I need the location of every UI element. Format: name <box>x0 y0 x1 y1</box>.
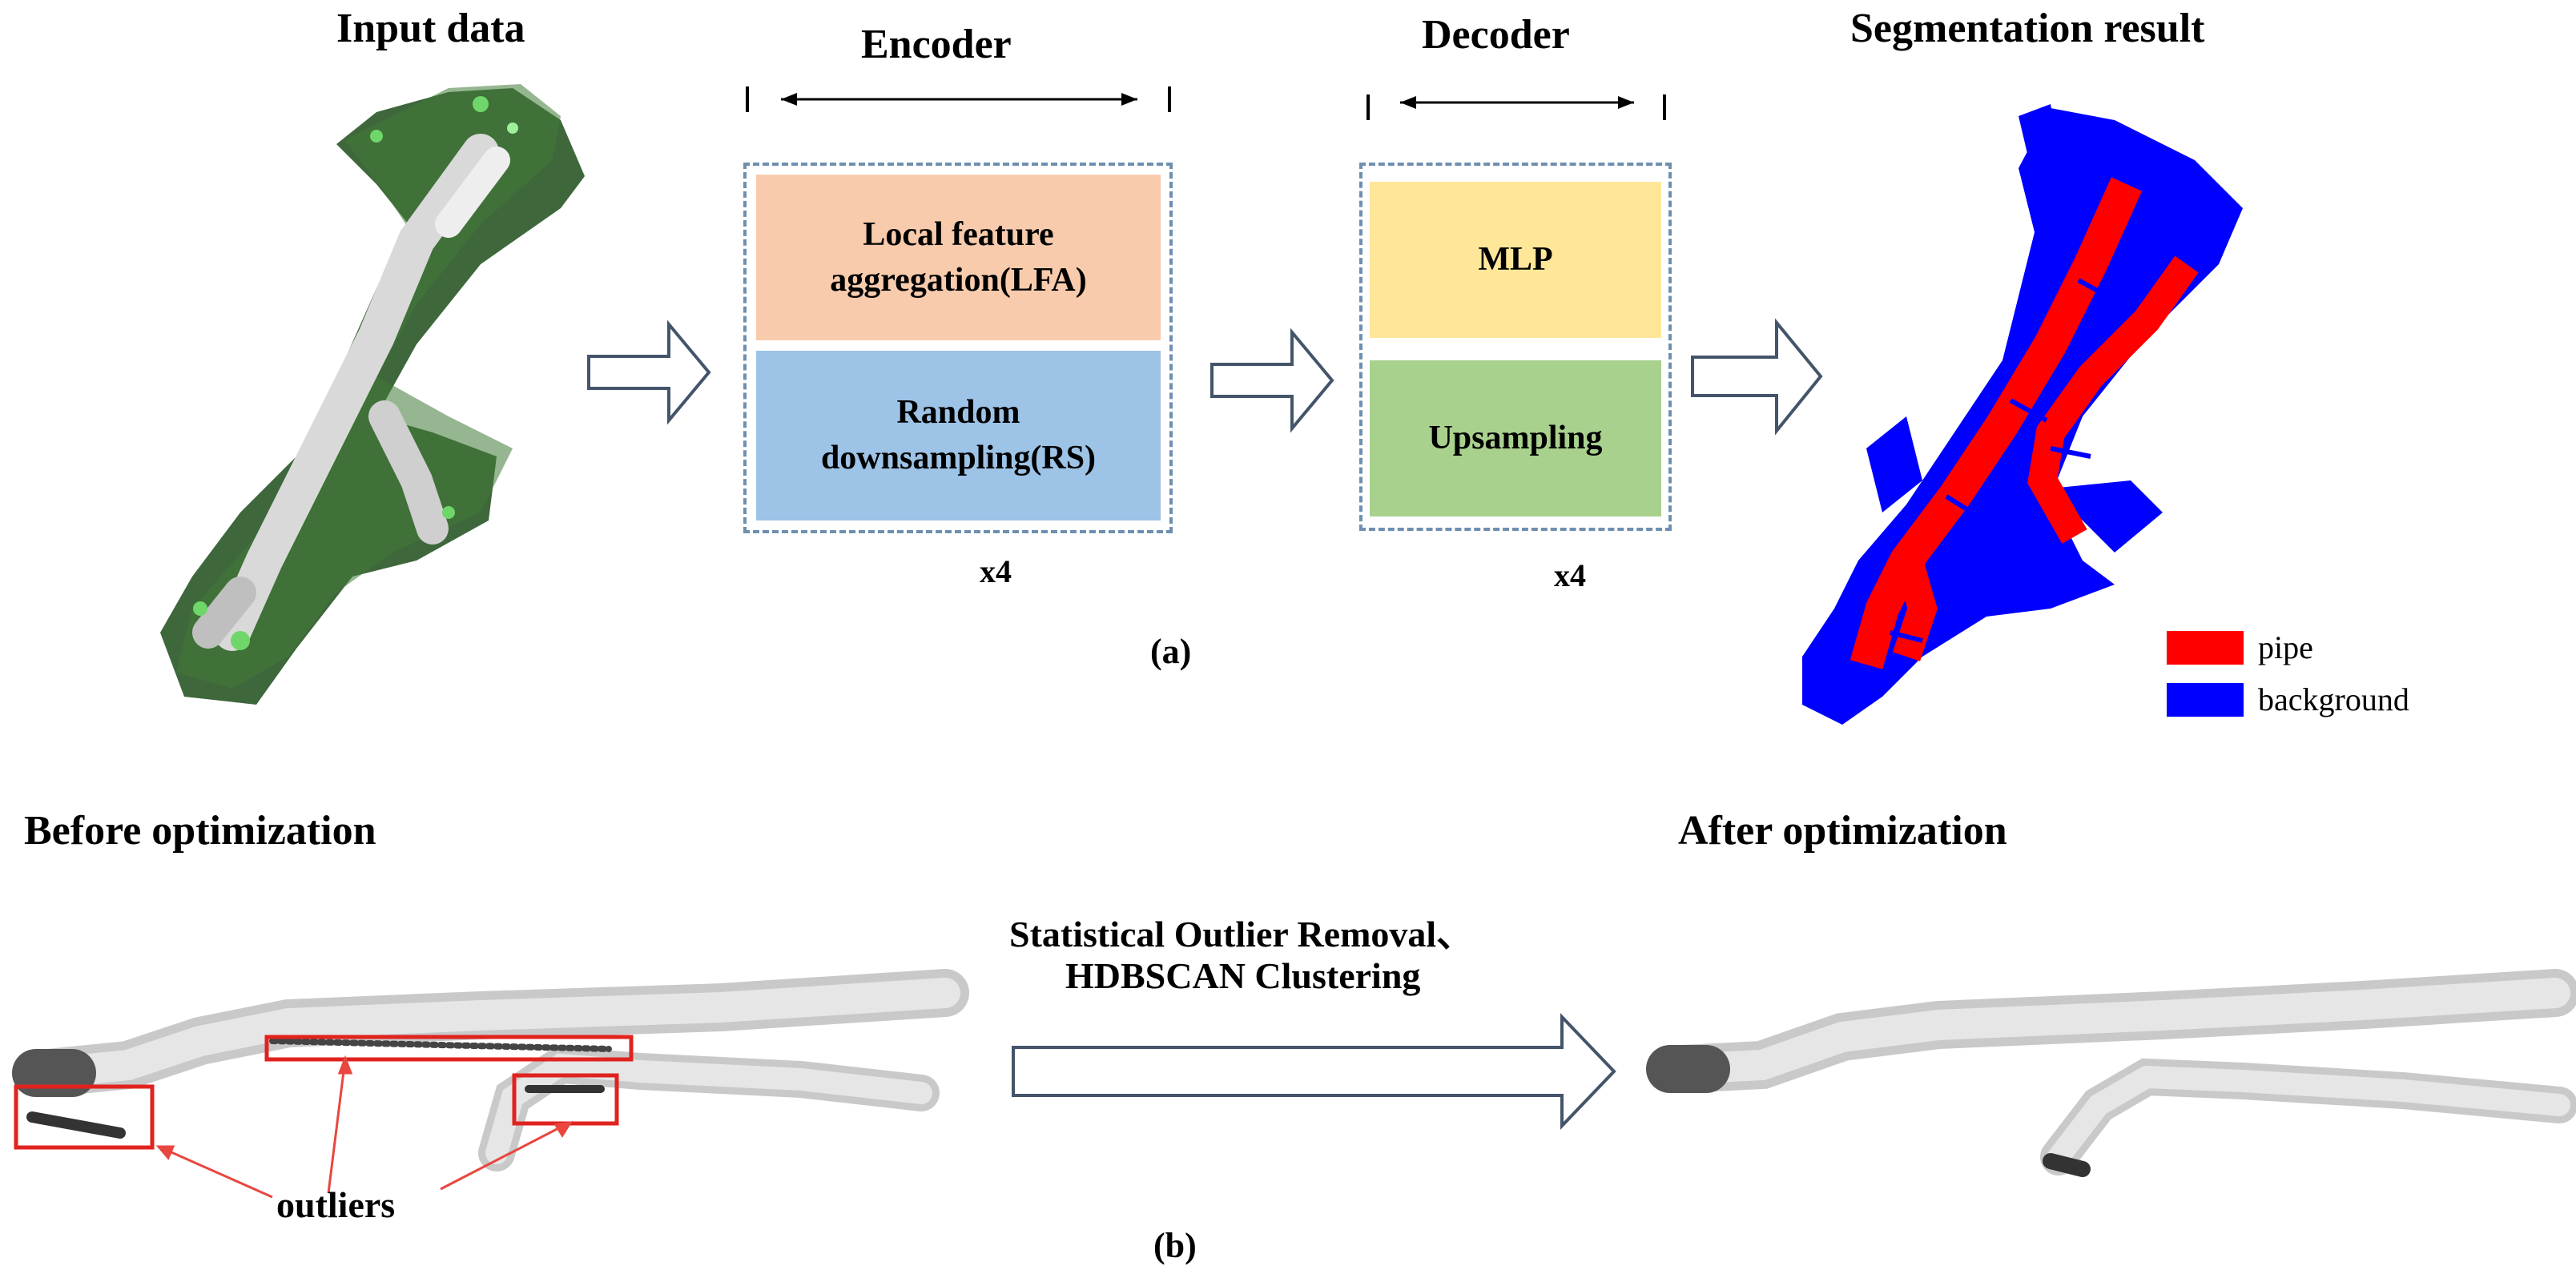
after-optimization-title: After optimization <box>1678 808 2007 854</box>
arrow-decoder-to-result <box>1691 318 1823 436</box>
lfa-block: Local feature aggregation(LFA) <box>756 175 1161 340</box>
before-optimization-title: Before optimization <box>24 808 376 854</box>
decoder-title: Decoder <box>1422 12 1570 58</box>
decoder-repeat-label: x4 <box>1554 557 1586 593</box>
upsampling-label: Upsampling <box>1428 420 1603 457</box>
legend-item-background: background <box>2167 681 2409 718</box>
after-pipe-cloud <box>1646 969 2576 1177</box>
mlp-label: MLP <box>1478 241 1553 279</box>
rs-label: Random downsampling(RS) <box>820 394 1097 476</box>
input-data-title: Input data <box>336 6 525 51</box>
input-cloud-shape <box>160 84 585 705</box>
outlier-box-left <box>14 1084 155 1150</box>
encoder-repeat-label: x4 <box>980 553 1012 589</box>
outlier-box-top <box>264 1035 634 1062</box>
mlp-block: MLP <box>1370 182 1661 338</box>
rs-block: Random downsampling(RS) <box>756 351 1161 520</box>
arrow-input-to-encoder <box>587 319 711 425</box>
before-pipe-cloud <box>12 969 969 1171</box>
encoder-container <box>743 163 1173 533</box>
encoder-title: Encoder <box>861 22 1012 67</box>
decoder-span-marker <box>1366 94 1666 120</box>
lfa-label: Local feature aggregation(LFA) <box>830 215 1087 299</box>
outlier-box-right <box>512 1073 619 1126</box>
caption-b: (b) <box>1153 1226 1197 1265</box>
result-pipe-segments <box>1849 177 2199 669</box>
method-line-2: HDBSCAN Clustering <box>1065 955 1421 996</box>
encoder-span-marker <box>746 86 1171 112</box>
legend-label-background: background <box>2258 681 2409 717</box>
legend-label-pipe: pipe <box>2258 629 2313 665</box>
decoder-container <box>1359 163 1672 531</box>
caption-a: (a) <box>1150 632 1192 671</box>
arrow-before-to-after <box>1012 1013 1616 1130</box>
legend: pipe background <box>2167 629 2409 718</box>
method-line-1: Statistical Outlier Removal、 <box>1009 914 1474 954</box>
legend-swatch-background <box>2167 682 2244 717</box>
upsampling-block: Upsampling <box>1370 360 1661 516</box>
legend-swatch-pipe <box>2167 630 2244 665</box>
arrow-encoder-to-decoder <box>1210 328 1334 433</box>
outliers-label: outliers <box>276 1184 396 1225</box>
segmentation-result-title: Segmentation result <box>1850 6 2205 51</box>
legend-item-pipe: pipe <box>2167 629 2409 666</box>
